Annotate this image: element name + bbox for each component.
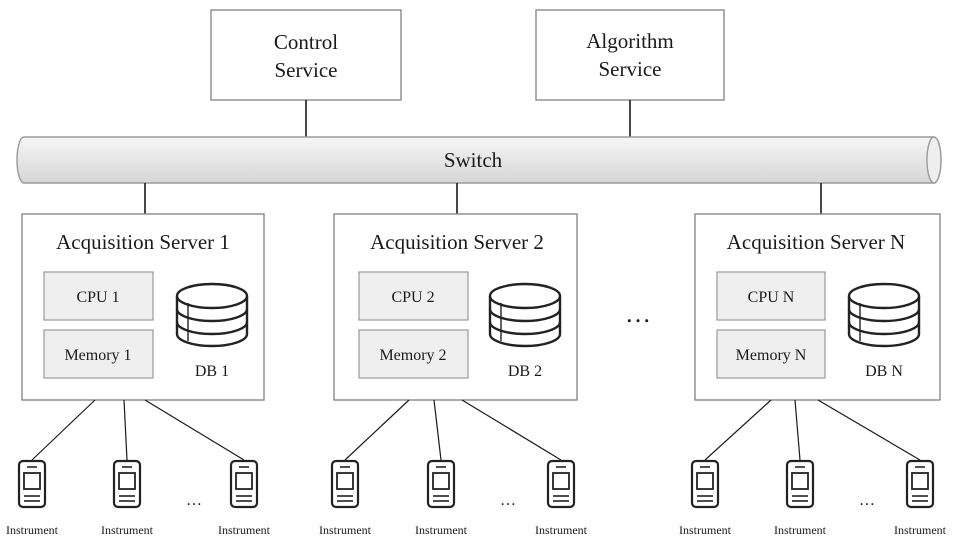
instrument-icon: [330, 459, 360, 509]
switch-label: Switch: [444, 148, 503, 172]
algorithm-service-box: Algorithm Service: [535, 9, 725, 101]
instrument-label: Instrument: [894, 523, 947, 537]
instrument: Instrument: [319, 459, 372, 537]
control-service-line2: Service: [275, 58, 338, 82]
instrument: Instrument: [894, 459, 947, 537]
instrument: Instrument: [415, 459, 468, 537]
server-title: Acquisition Server N: [727, 230, 905, 254]
control-service-line1: Control: [274, 30, 338, 54]
server-ellipsis: …: [625, 299, 651, 328]
switch-bus: Switch: [16, 136, 942, 184]
server-title: Acquisition Server 1: [56, 230, 230, 254]
instrument-label: Instrument: [6, 523, 59, 537]
instrument: Instrument: [101, 459, 154, 537]
instrument-label: Instrument: [679, 523, 732, 537]
instrument-label: Instrument: [415, 523, 468, 537]
algorithm-service-line1: Algorithm: [586, 29, 674, 53]
instrument-ellipsis: …: [859, 492, 875, 509]
memory-box: [358, 329, 469, 379]
instrument: Instrument: [6, 459, 59, 537]
db-label: DB 1: [195, 363, 229, 380]
instrument-label: Instrument: [319, 523, 372, 537]
instrument-icon: [785, 459, 815, 509]
acquisition-server-1: Acquisition Server 1 CPU 1 Memory 1 DB 1: [21, 213, 265, 401]
instrument-label: Instrument: [218, 523, 271, 537]
instrument: Instrument: [679, 459, 732, 537]
database-icon: [847, 282, 921, 348]
memory-label: Memory N: [736, 347, 807, 364]
cpu-box: [716, 271, 826, 321]
db-label: DB N: [865, 363, 903, 380]
instrument-ellipsis: …: [186, 492, 202, 509]
database-icon: [175, 282, 249, 348]
instrument-icon: [905, 459, 935, 509]
instrument-group-2: Instrument Instrument … Instrument: [319, 459, 588, 537]
instrument-icon: [426, 459, 456, 509]
instrument-icon: [546, 459, 576, 509]
instrument: Instrument: [218, 459, 271, 537]
cpu-label: CPU N: [748, 289, 795, 306]
memory-label: Memory 2: [379, 347, 446, 364]
instrument-label: Instrument: [535, 523, 588, 537]
cpu-box: [43, 271, 154, 321]
acquisition-server-2: Acquisition Server 2 CPU 2 Memory 2 DB 2: [333, 213, 578, 401]
instrument-icon: [112, 459, 142, 509]
instrument-ellipsis: …: [500, 492, 516, 509]
algorithm-service-line2: Service: [599, 57, 662, 81]
memory-label: Memory 1: [64, 347, 131, 364]
instrument-label: Instrument: [101, 523, 154, 537]
instrument-label: Instrument: [774, 523, 827, 537]
instrument-links: [31, 399, 921, 461]
db-label: DB 2: [508, 363, 542, 380]
instrument-icon: [17, 459, 47, 509]
cpu-box: [358, 271, 469, 321]
acquisition-server-n: Acquisition Server N CPU N Memory N DB N: [694, 213, 941, 401]
cpu-label: CPU 2: [391, 289, 434, 306]
memory-box: [43, 329, 154, 379]
database-icon: [488, 282, 562, 348]
instrument-icon: [229, 459, 259, 509]
instrument: Instrument: [535, 459, 588, 537]
control-service-box: Control Service: [210, 9, 402, 101]
instrument-icon: [690, 459, 720, 509]
instrument: Instrument: [774, 459, 827, 537]
instrument-group-1: Instrument Instrument … Instrument: [6, 459, 271, 537]
cpu-label: CPU 1: [76, 289, 119, 306]
memory-box: [716, 329, 826, 379]
instrument-group-n: Instrument Instrument … Instrument: [679, 459, 947, 537]
server-title: Acquisition Server 2: [370, 230, 544, 254]
